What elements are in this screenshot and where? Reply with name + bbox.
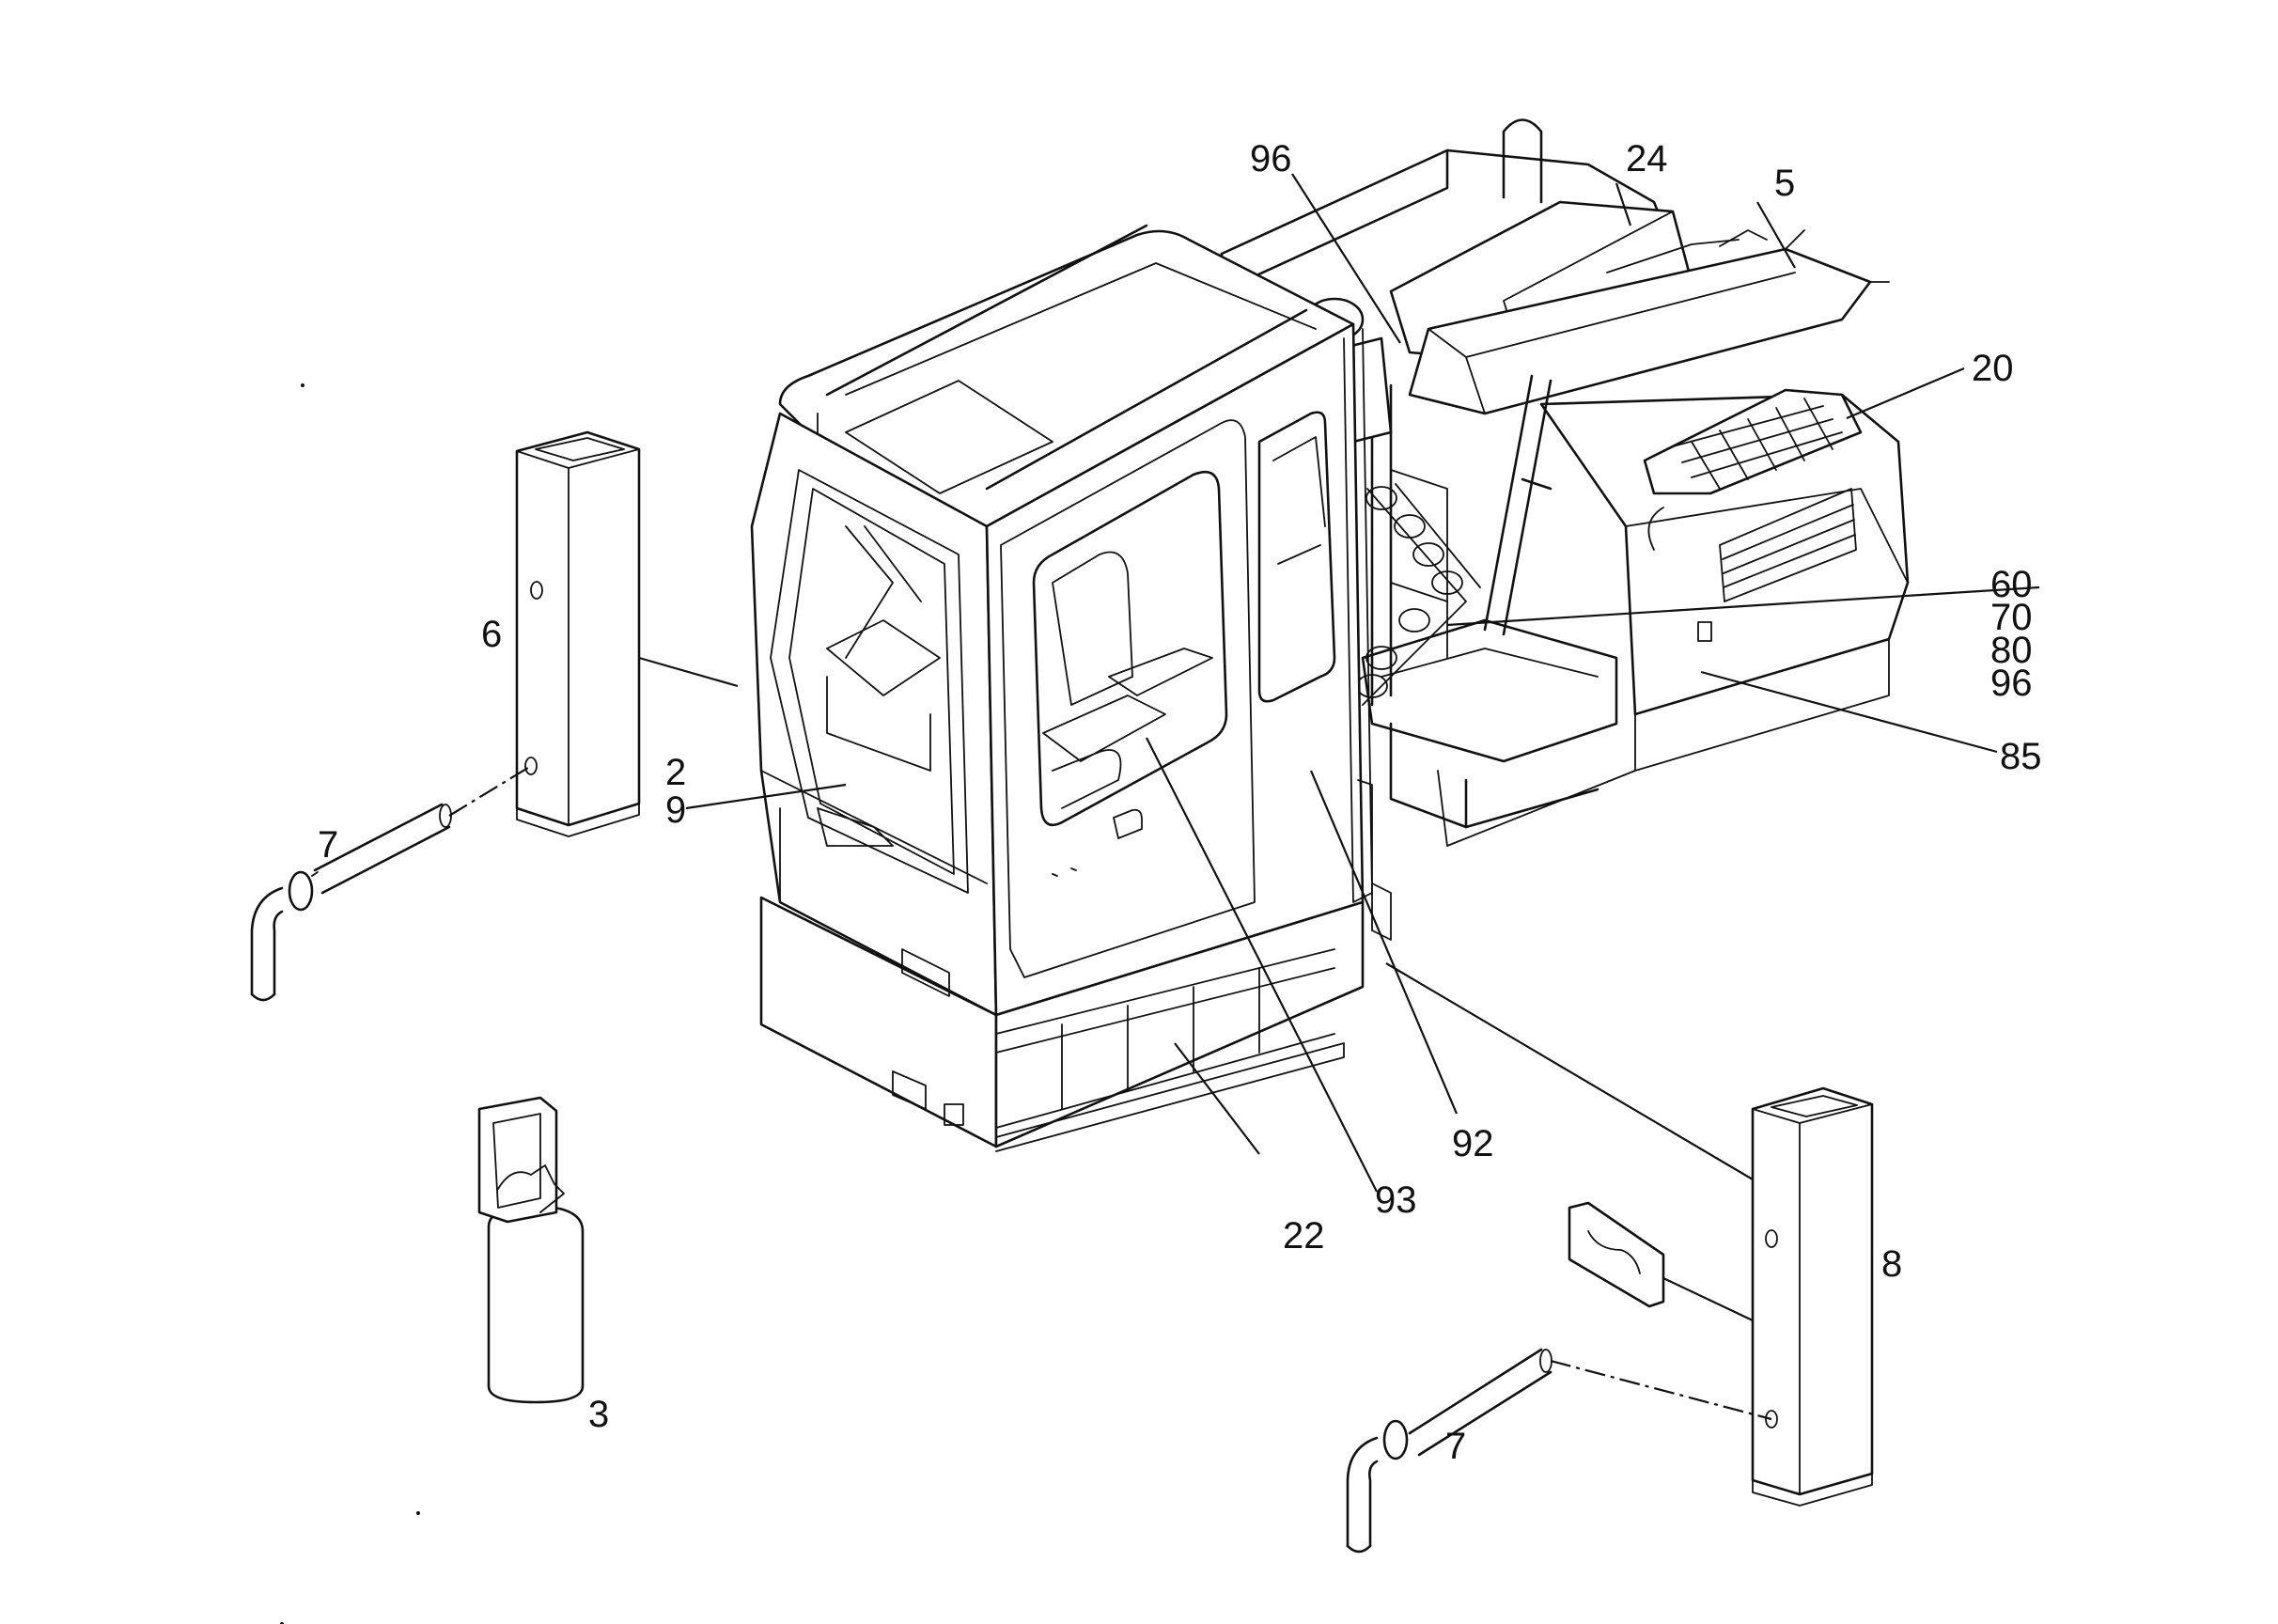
label-80: 80 xyxy=(1990,630,2033,671)
label-96-right: 96 xyxy=(1990,663,2033,704)
part-7-pin-left xyxy=(250,803,452,1002)
label-60: 60 xyxy=(1990,564,2033,605)
label-7-left: 7 xyxy=(318,824,338,866)
label-6: 6 xyxy=(481,614,502,655)
label-3: 3 xyxy=(588,1394,609,1435)
label-93: 93 xyxy=(1375,1179,1417,1221)
part-3-extinguisher xyxy=(477,1096,585,1404)
machine-base xyxy=(1220,118,1910,847)
part-8-post xyxy=(1751,1086,1874,1507)
part-number-labels: 96 24 5 20 60 70 80 96 85 6 2 9 7 3 22 9… xyxy=(318,138,2042,1467)
speck xyxy=(301,383,304,387)
label-20: 20 xyxy=(1972,348,2014,389)
bracket-plate xyxy=(1568,1201,1665,1308)
speck xyxy=(416,1511,420,1515)
part-6-post xyxy=(515,430,641,837)
label-7-right: 7 xyxy=(1445,1426,1466,1467)
label-8: 8 xyxy=(1881,1243,1902,1285)
label-24: 24 xyxy=(1626,138,1668,180)
leader-lines xyxy=(448,173,2040,1421)
label-9: 9 xyxy=(665,789,686,831)
label-96-top: 96 xyxy=(1250,138,1292,180)
label-22: 22 xyxy=(1283,1215,1325,1257)
label-70: 70 xyxy=(1990,597,2033,638)
label-2: 2 xyxy=(665,752,686,793)
label-5: 5 xyxy=(1774,163,1795,204)
operator-cab xyxy=(750,224,1392,1152)
part-7-pin-right xyxy=(1346,1348,1552,1554)
label-92: 92 xyxy=(1452,1123,1494,1164)
label-85: 85 xyxy=(2000,736,2042,777)
